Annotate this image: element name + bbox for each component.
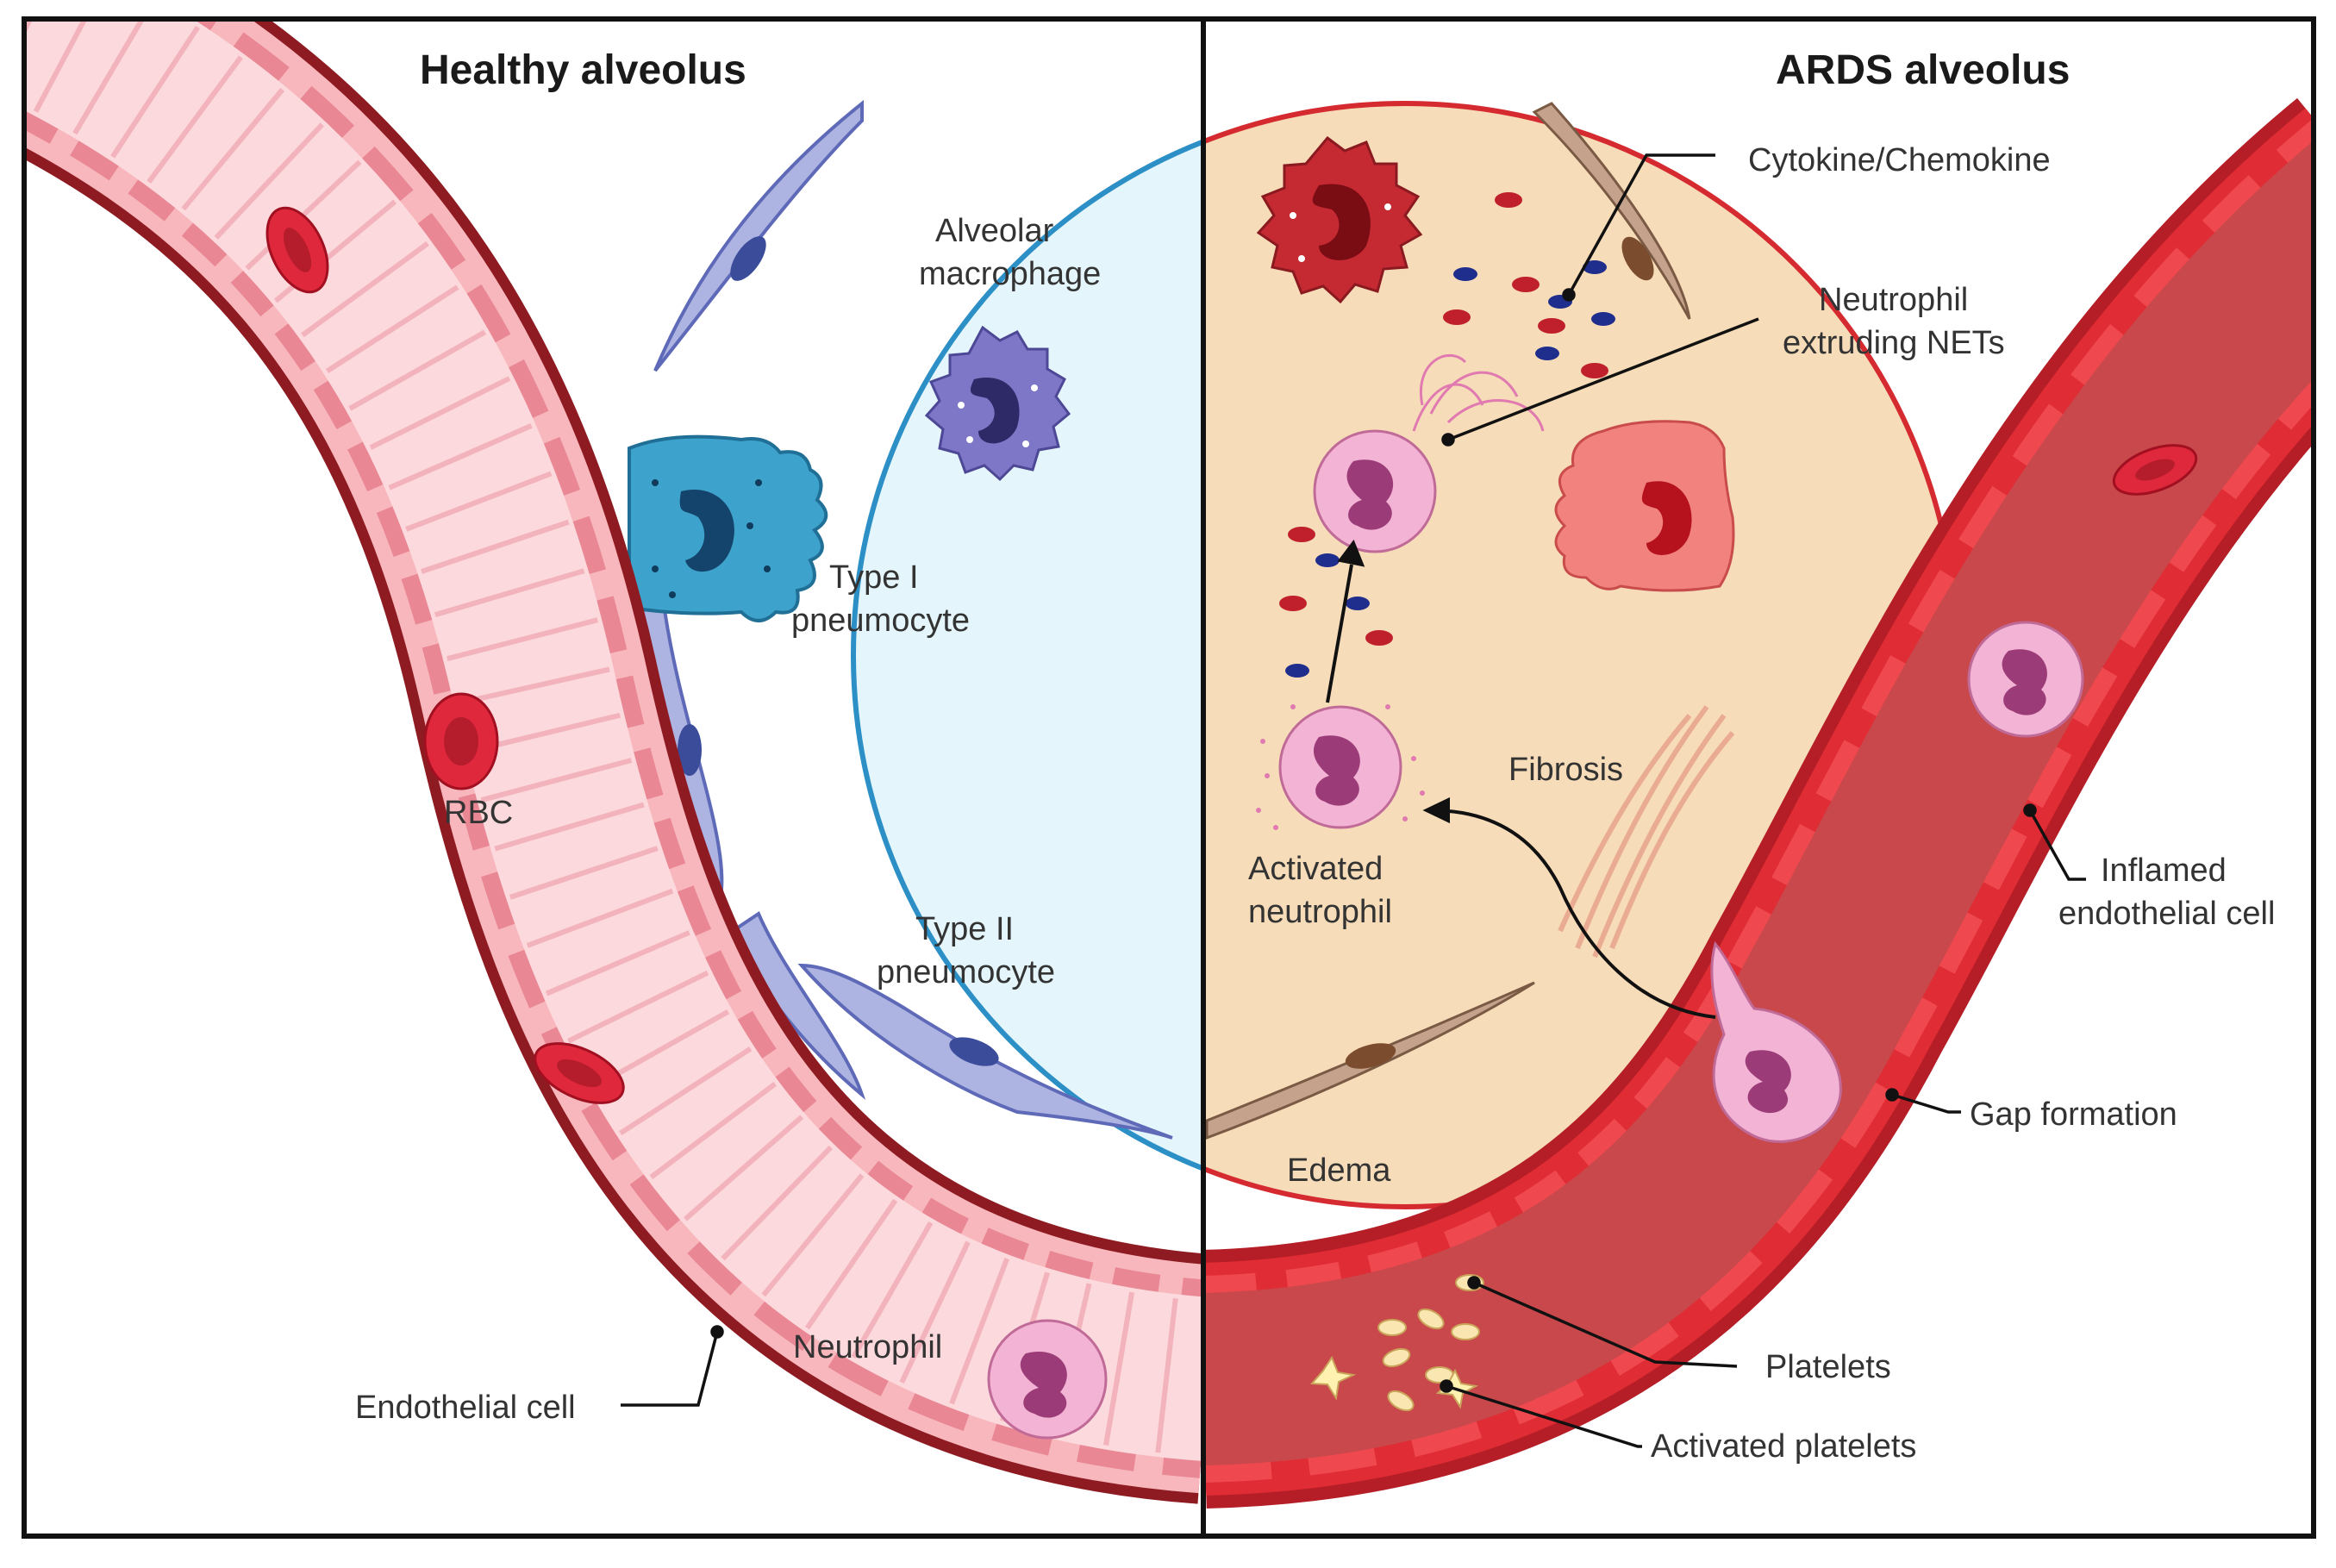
net-neutrophil xyxy=(1313,353,1545,553)
lining-cell-nucleus xyxy=(678,724,702,776)
label-inflamed-1: Inflamed xyxy=(2101,853,2227,889)
label-cytokine: Cytokine/Chemokine xyxy=(1748,142,2051,178)
activated-platelet xyxy=(1309,1355,1357,1401)
arrows xyxy=(1326,539,1716,1019)
label-gap-formation: Gap formation xyxy=(1970,1096,2177,1133)
ards-macrophage xyxy=(1256,135,1423,304)
migration-arrow xyxy=(1430,809,1716,1019)
label-rbc: RBC xyxy=(444,795,513,831)
label-type-i-2: pneumocyte xyxy=(791,603,970,639)
label-activated-neutrophil-2: neutrophil xyxy=(1248,894,1392,930)
label-activated-platelets: Activated platelets xyxy=(1651,1428,1916,1465)
ards-vessel-neutrophil xyxy=(1967,621,2084,738)
label-edema: Edema xyxy=(1287,1153,1391,1189)
label-inflamed-2: endothelial cell xyxy=(2058,896,2275,932)
alveolar-macrophage xyxy=(924,325,1071,482)
frame-border xyxy=(22,16,2316,1539)
healthy-neutrophil xyxy=(987,1319,1108,1440)
type-i-pneumocyte xyxy=(628,434,828,622)
macrophage-nucleus xyxy=(970,378,1020,444)
label-endothelial-cell: Endothelial cell xyxy=(355,1390,576,1426)
label-neutrophil: Neutrophil xyxy=(793,1329,942,1365)
type-ii-nucleus xyxy=(949,1037,999,1066)
ards-vessel-lumen xyxy=(1203,141,2314,1465)
label-type-i-1: Type I xyxy=(829,559,919,596)
type-i-nucleus xyxy=(679,490,734,572)
label-alveolar-macrophage-1: Alveolar xyxy=(935,213,1054,249)
healthy-blood-vessel xyxy=(24,19,1203,1504)
label-fibrosis: Fibrosis xyxy=(1508,752,1623,788)
leader-lines xyxy=(621,153,2086,1448)
label-nets-2: extruding NETs xyxy=(1783,325,2005,361)
label-type-ii-1: Type II xyxy=(915,911,1014,947)
ards-alveolar-lining xyxy=(1205,102,1691,1140)
nets-strands xyxy=(1412,353,1545,432)
label-activated-neutrophil-1: Activated xyxy=(1248,851,1383,887)
label-alveolar-macrophage-2: macrophage xyxy=(919,256,1101,292)
ards-title: ARDS alveolus xyxy=(1776,47,2070,93)
type-ii-pneumocyte-cell xyxy=(797,963,1173,1140)
red-blood-cells xyxy=(265,206,625,1104)
ards-blood-vessel xyxy=(1203,97,2314,1509)
cytokines xyxy=(1279,192,1615,678)
migrating-neutrophil xyxy=(1710,940,1842,1143)
healthy-title: Healthy alveolus xyxy=(420,47,746,93)
fibrosis xyxy=(1558,705,1735,959)
ards-pneumocyte xyxy=(1554,420,1735,592)
labels: Healthy alveolus ARDS alveolus Alveolar … xyxy=(355,47,2275,1465)
activated-neutrophil xyxy=(1256,704,1425,830)
label-nets-1: Neutrophil xyxy=(1819,282,1968,318)
label-platelets: Platelets xyxy=(1765,1349,1891,1385)
neutrophil-nucleus xyxy=(1020,1352,1067,1418)
lining-cell-nucleus xyxy=(730,236,766,281)
activation-arrow xyxy=(1326,564,1353,703)
label-type-ii-2: pneumocyte xyxy=(877,954,1055,990)
